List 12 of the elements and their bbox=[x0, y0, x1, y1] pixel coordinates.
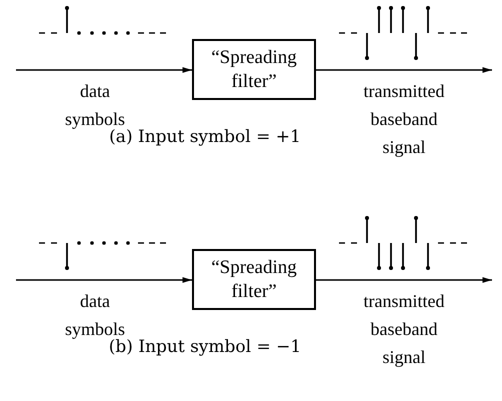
caption: (b) Input symbol = −1 bbox=[108, 337, 302, 357]
edge-label: transmitted baseband signal bbox=[362, 290, 446, 369]
signal-arrow bbox=[316, 67, 492, 73]
caption: (a) Input symbol = +1 bbox=[109, 127, 301, 147]
filter-box: “Spreading filter” bbox=[192, 39, 316, 100]
signal-arrow bbox=[16, 277, 192, 283]
edge-label: transmitted baseband signal bbox=[362, 80, 446, 159]
signal-arrow bbox=[316, 277, 492, 283]
filter-box: “Spreading filter” bbox=[192, 249, 316, 310]
edge-label: data symbols bbox=[64, 290, 126, 339]
edge-label: data symbols bbox=[64, 80, 126, 129]
signal-arrow bbox=[16, 67, 192, 73]
